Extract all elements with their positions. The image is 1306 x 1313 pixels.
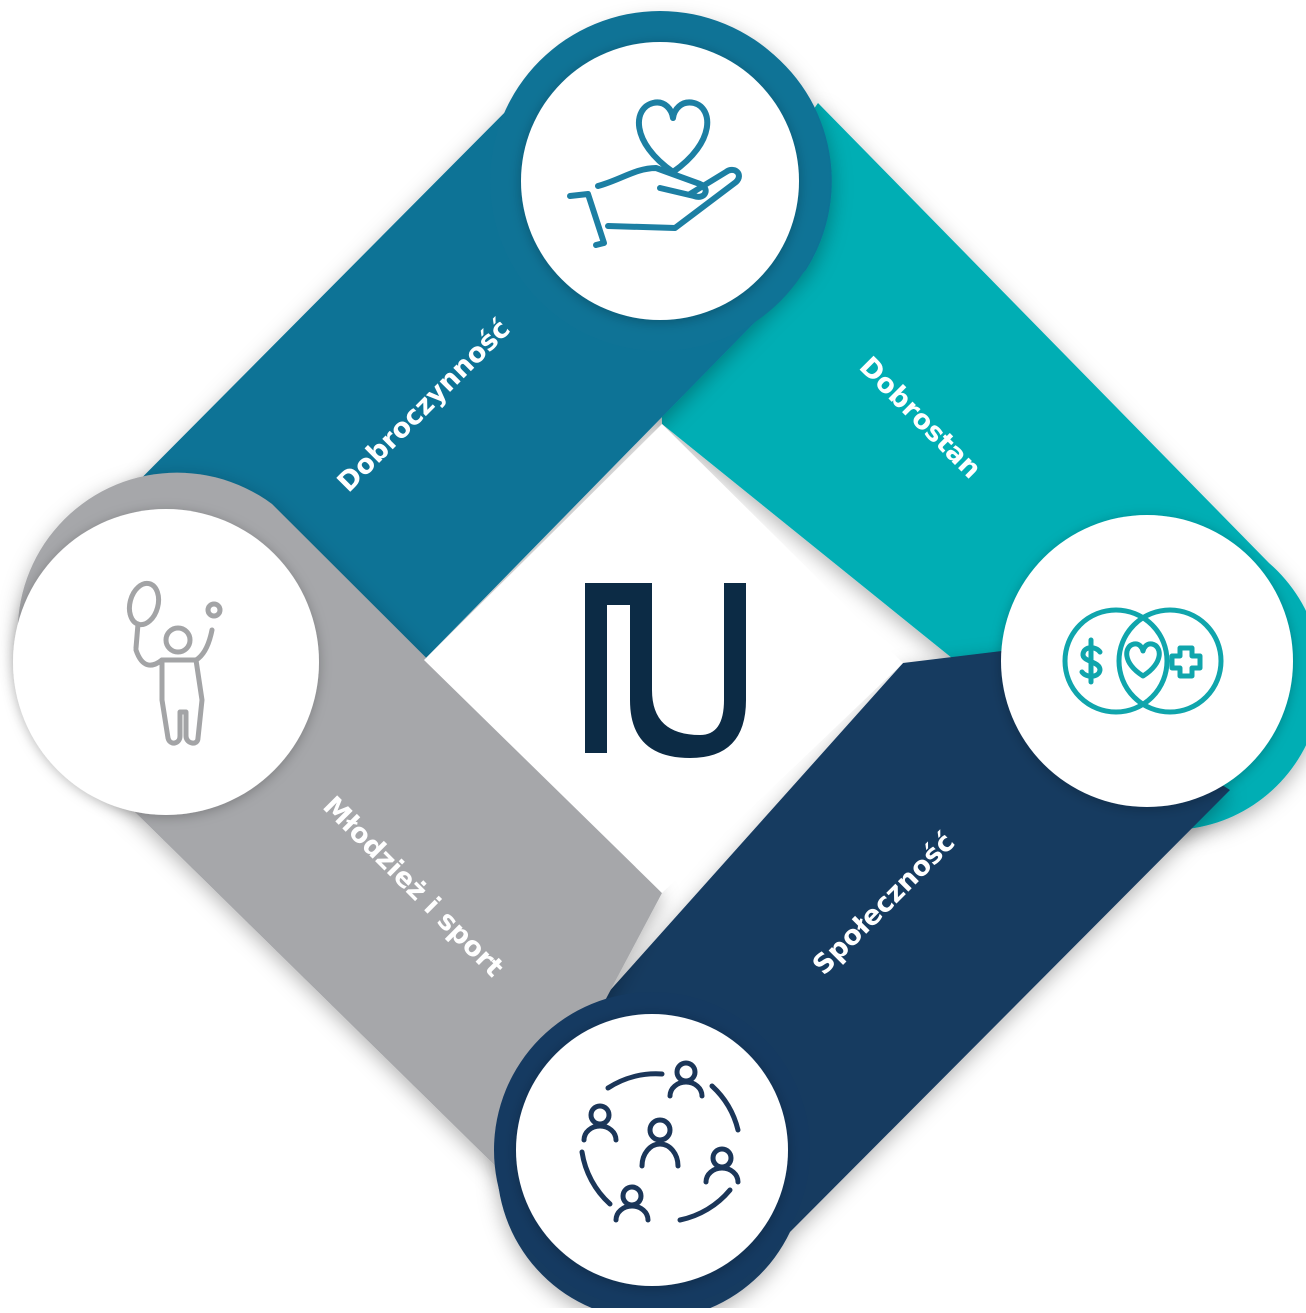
people-circle-icon [579,1060,741,1223]
money-heart-health-venn-icon [1062,607,1224,715]
youth-icon-badge [13,509,319,815]
community-icon-badge [516,1014,788,1286]
tennis-player-icon [126,580,223,746]
heart-in-hand-icon [567,99,742,248]
center-panel [424,424,903,893]
center-square [424,424,903,893]
charity-icon-badge [521,42,799,320]
brand-logo-icon [585,583,746,758]
wellbeing-icon-badge [1001,515,1293,807]
